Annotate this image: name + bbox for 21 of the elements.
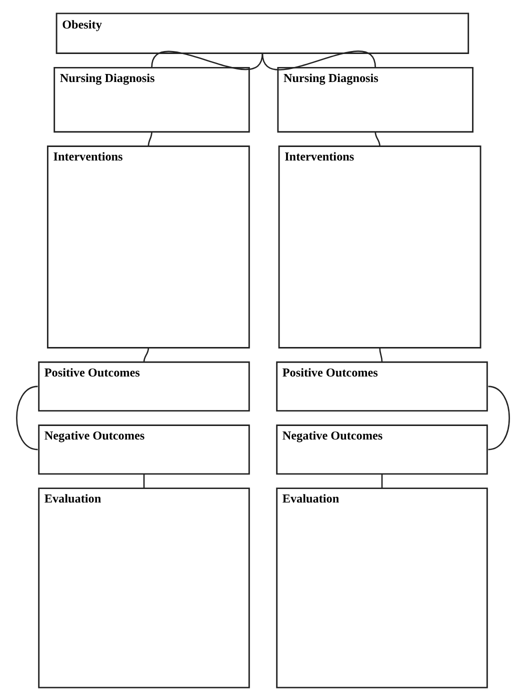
node-box: Evaluation xyxy=(38,487,250,688)
connector xyxy=(261,50,376,70)
connector xyxy=(147,131,152,146)
connector xyxy=(378,347,382,362)
node-box: Nursing Diagnosis xyxy=(276,66,473,132)
connector xyxy=(142,473,144,488)
connector xyxy=(150,50,263,70)
node-box: Negative Outcomes xyxy=(38,424,250,474)
connector xyxy=(16,385,38,450)
node-box: Evaluation xyxy=(276,487,488,688)
node-box: Interventions xyxy=(46,145,250,348)
node-box: Positive Outcomes xyxy=(276,360,488,412)
connector xyxy=(142,347,149,362)
node-box: Nursing Diagnosis xyxy=(53,66,250,132)
node-box: Positive Outcomes xyxy=(38,360,250,412)
node-box: Obesity xyxy=(55,12,469,54)
connector xyxy=(374,131,380,146)
node-box: Negative Outcomes xyxy=(276,424,488,474)
node-box: Interventions xyxy=(278,145,481,348)
connector xyxy=(488,385,510,450)
connector xyxy=(380,473,382,488)
